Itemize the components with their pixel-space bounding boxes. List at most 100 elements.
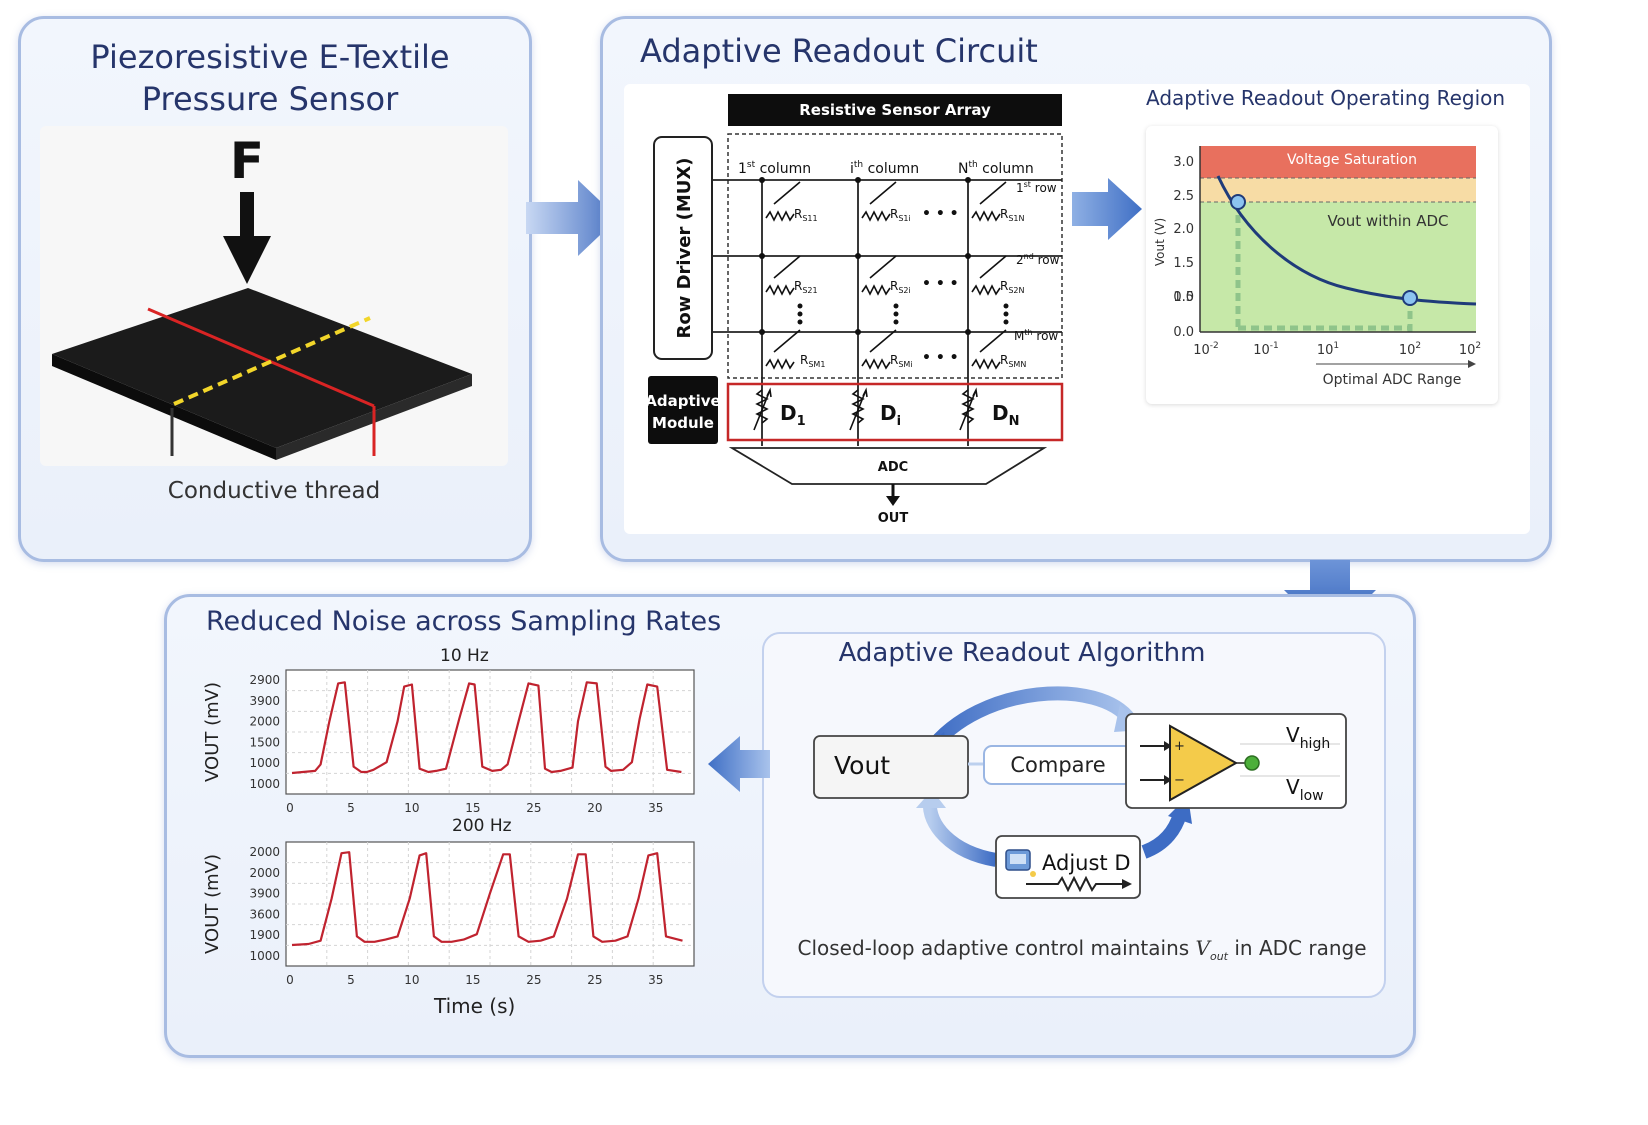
optimal-range-arrow-head: [1468, 360, 1476, 368]
sensor-title: Piezoresistive E-Textile Pressure Sensor: [40, 36, 500, 120]
chart2-xlabel: Time (s): [434, 994, 516, 1018]
comparator-triangle: [1169, 724, 1239, 802]
sensor-title-line1: Piezoresistive E-Textile: [90, 38, 450, 76]
yellow-thread: [173, 316, 371, 406]
force-arrow-head: [223, 236, 271, 284]
array-ellipses: • • • • • • • • •: [922, 206, 959, 366]
row-label-m: Mth row: [1014, 328, 1058, 343]
sensor-title-line2: Pressure Sensor: [141, 80, 399, 118]
curve-point-low: [1402, 290, 1418, 306]
xtick: 10-2: [1193, 341, 1219, 358]
comparator-output-dot: [1244, 755, 1260, 771]
ytick-label: 1900: [249, 928, 280, 942]
ylabel: VOUT (mV): [202, 854, 223, 954]
xtick-label: 25: [587, 973, 602, 987]
ytick-label: 3600: [249, 907, 280, 921]
ytick: 2.5: [1173, 189, 1194, 204]
region-xticks: 10-2 10-1 101 102 102: [1193, 341, 1481, 358]
algorithm-caption-v: V: [1195, 936, 1210, 960]
resistor-label: RS2i: [890, 279, 911, 295]
algorithm-caption-sub: out: [1209, 950, 1228, 963]
ytick-label: 2000: [249, 866, 280, 880]
feedback-arc-bottom-left-head: [916, 790, 946, 808]
resistor-labels: RS11 RS1i RS1N RS21 RS2i RS2N RSM1 RSMi …: [794, 207, 1026, 369]
ellipsis-h: • • •: [922, 276, 959, 292]
textile-top: [52, 288, 472, 448]
curve-point-high: [1230, 194, 1246, 210]
saturation-label: Voltage Saturation: [1287, 152, 1417, 168]
ytick-label: 2000: [249, 715, 280, 729]
chart1-title: 10 Hz: [440, 646, 489, 666]
d-label-i: Di: [880, 401, 901, 429]
force-label: F: [230, 132, 264, 190]
adjust-chip-screen: [1010, 854, 1026, 864]
signal-line: [291, 851, 683, 947]
adaptive-module-line1: Adaptive: [645, 392, 720, 410]
d-resistor-zigzags: [753, 387, 978, 431]
ytick: 3.0: [1173, 155, 1194, 170]
xtick: 102: [1399, 341, 1421, 358]
region-chart-title: Adaptive Readout Operating Region: [1146, 86, 1506, 110]
feedback-arc-bottom-right: [1141, 811, 1187, 859]
algorithm-diagram: Vout Compare + − Vhigh Vlow Adjust D: [813, 686, 1347, 899]
xtick-label: 0: [286, 801, 294, 815]
vlow-label: Vlow: [1286, 775, 1324, 804]
row-driver-label: Row Driver (MUX): [674, 157, 695, 338]
adc-block: [728, 447, 1048, 485]
vout-curve: [1216, 175, 1477, 306]
zone-saturation: [1200, 146, 1476, 178]
comparator-plus: +: [1174, 739, 1185, 754]
adjust-label: Adjust D: [1042, 851, 1131, 875]
region-xlabel: Optimal ADC Range: [1323, 372, 1462, 388]
algorithm-title: Adaptive Readout Algorithm: [838, 638, 1206, 668]
zone-warning: [1200, 178, 1476, 202]
vout-label: Vout: [834, 751, 890, 780]
ytick-label: 1000: [249, 756, 280, 770]
adjust-box: [995, 835, 1141, 899]
xtick-label: 10: [404, 973, 419, 987]
array-nodes: [759, 177, 971, 335]
region-yticks: 0.0 0.5 1.0 1.5 2.0 2.5 3.0: [1173, 155, 1194, 340]
xtick-label: 15: [465, 801, 480, 815]
flow-arrow-right-2: [1072, 178, 1142, 240]
circuit-diagram: Resistive Sensor Array Row Driver (MUX) …: [645, 94, 1064, 526]
sensor-illustration: F: [52, 132, 472, 460]
col-label-1: 1st column: [738, 160, 811, 177]
adc-label: ADC: [878, 460, 908, 475]
flow-arrow-right-1: [526, 180, 618, 256]
adaptive-module-box: [648, 376, 718, 444]
row-label-1: 1st row: [1016, 180, 1057, 195]
xtick-label: 25: [526, 973, 541, 987]
noise-title: Reduced Noise across Sampling Rates: [206, 606, 722, 637]
xtick-label: 5: [347, 801, 355, 815]
ytick: 2.0: [1173, 222, 1194, 237]
xtick-label: 5: [347, 973, 355, 987]
array-header: [728, 94, 1062, 126]
xtick: 10-1: [1253, 341, 1279, 358]
ytick: 1.0: [1173, 290, 1194, 305]
out-arrow-head: [886, 496, 900, 506]
signal-line: [291, 681, 682, 775]
algorithm-caption: Closed-loop adaptive control maintains V…: [762, 936, 1402, 963]
resistor-label: RS1i: [890, 207, 911, 223]
xtick-label: 0: [286, 973, 294, 987]
xtick-label: 10: [404, 801, 419, 815]
resistor-zigzags: [765, 181, 1007, 370]
compare-label: Compare: [1010, 753, 1105, 777]
flow-arrow-left: [708, 736, 770, 792]
ytick-label: 1000: [249, 777, 280, 791]
xtick-label: 25: [526, 801, 541, 815]
ytick-label: 1500: [249, 735, 280, 749]
xtick-label: 35: [648, 973, 663, 987]
ytick-label: 3900: [249, 694, 280, 708]
resistor-label: RSMi: [890, 353, 913, 369]
array-vertical-dots: [797, 303, 1009, 325]
resistor-label: RSM1: [800, 353, 825, 369]
xtick-label: 35: [648, 801, 663, 815]
out-label: OUT: [878, 511, 909, 526]
resistor-label: RS21: [794, 279, 818, 295]
algorithm-caption-pre: Closed-loop adaptive control maintains: [797, 936, 1196, 960]
algorithm-caption-post: in ADC range: [1228, 936, 1367, 960]
ytick-label: 2900: [249, 673, 280, 687]
